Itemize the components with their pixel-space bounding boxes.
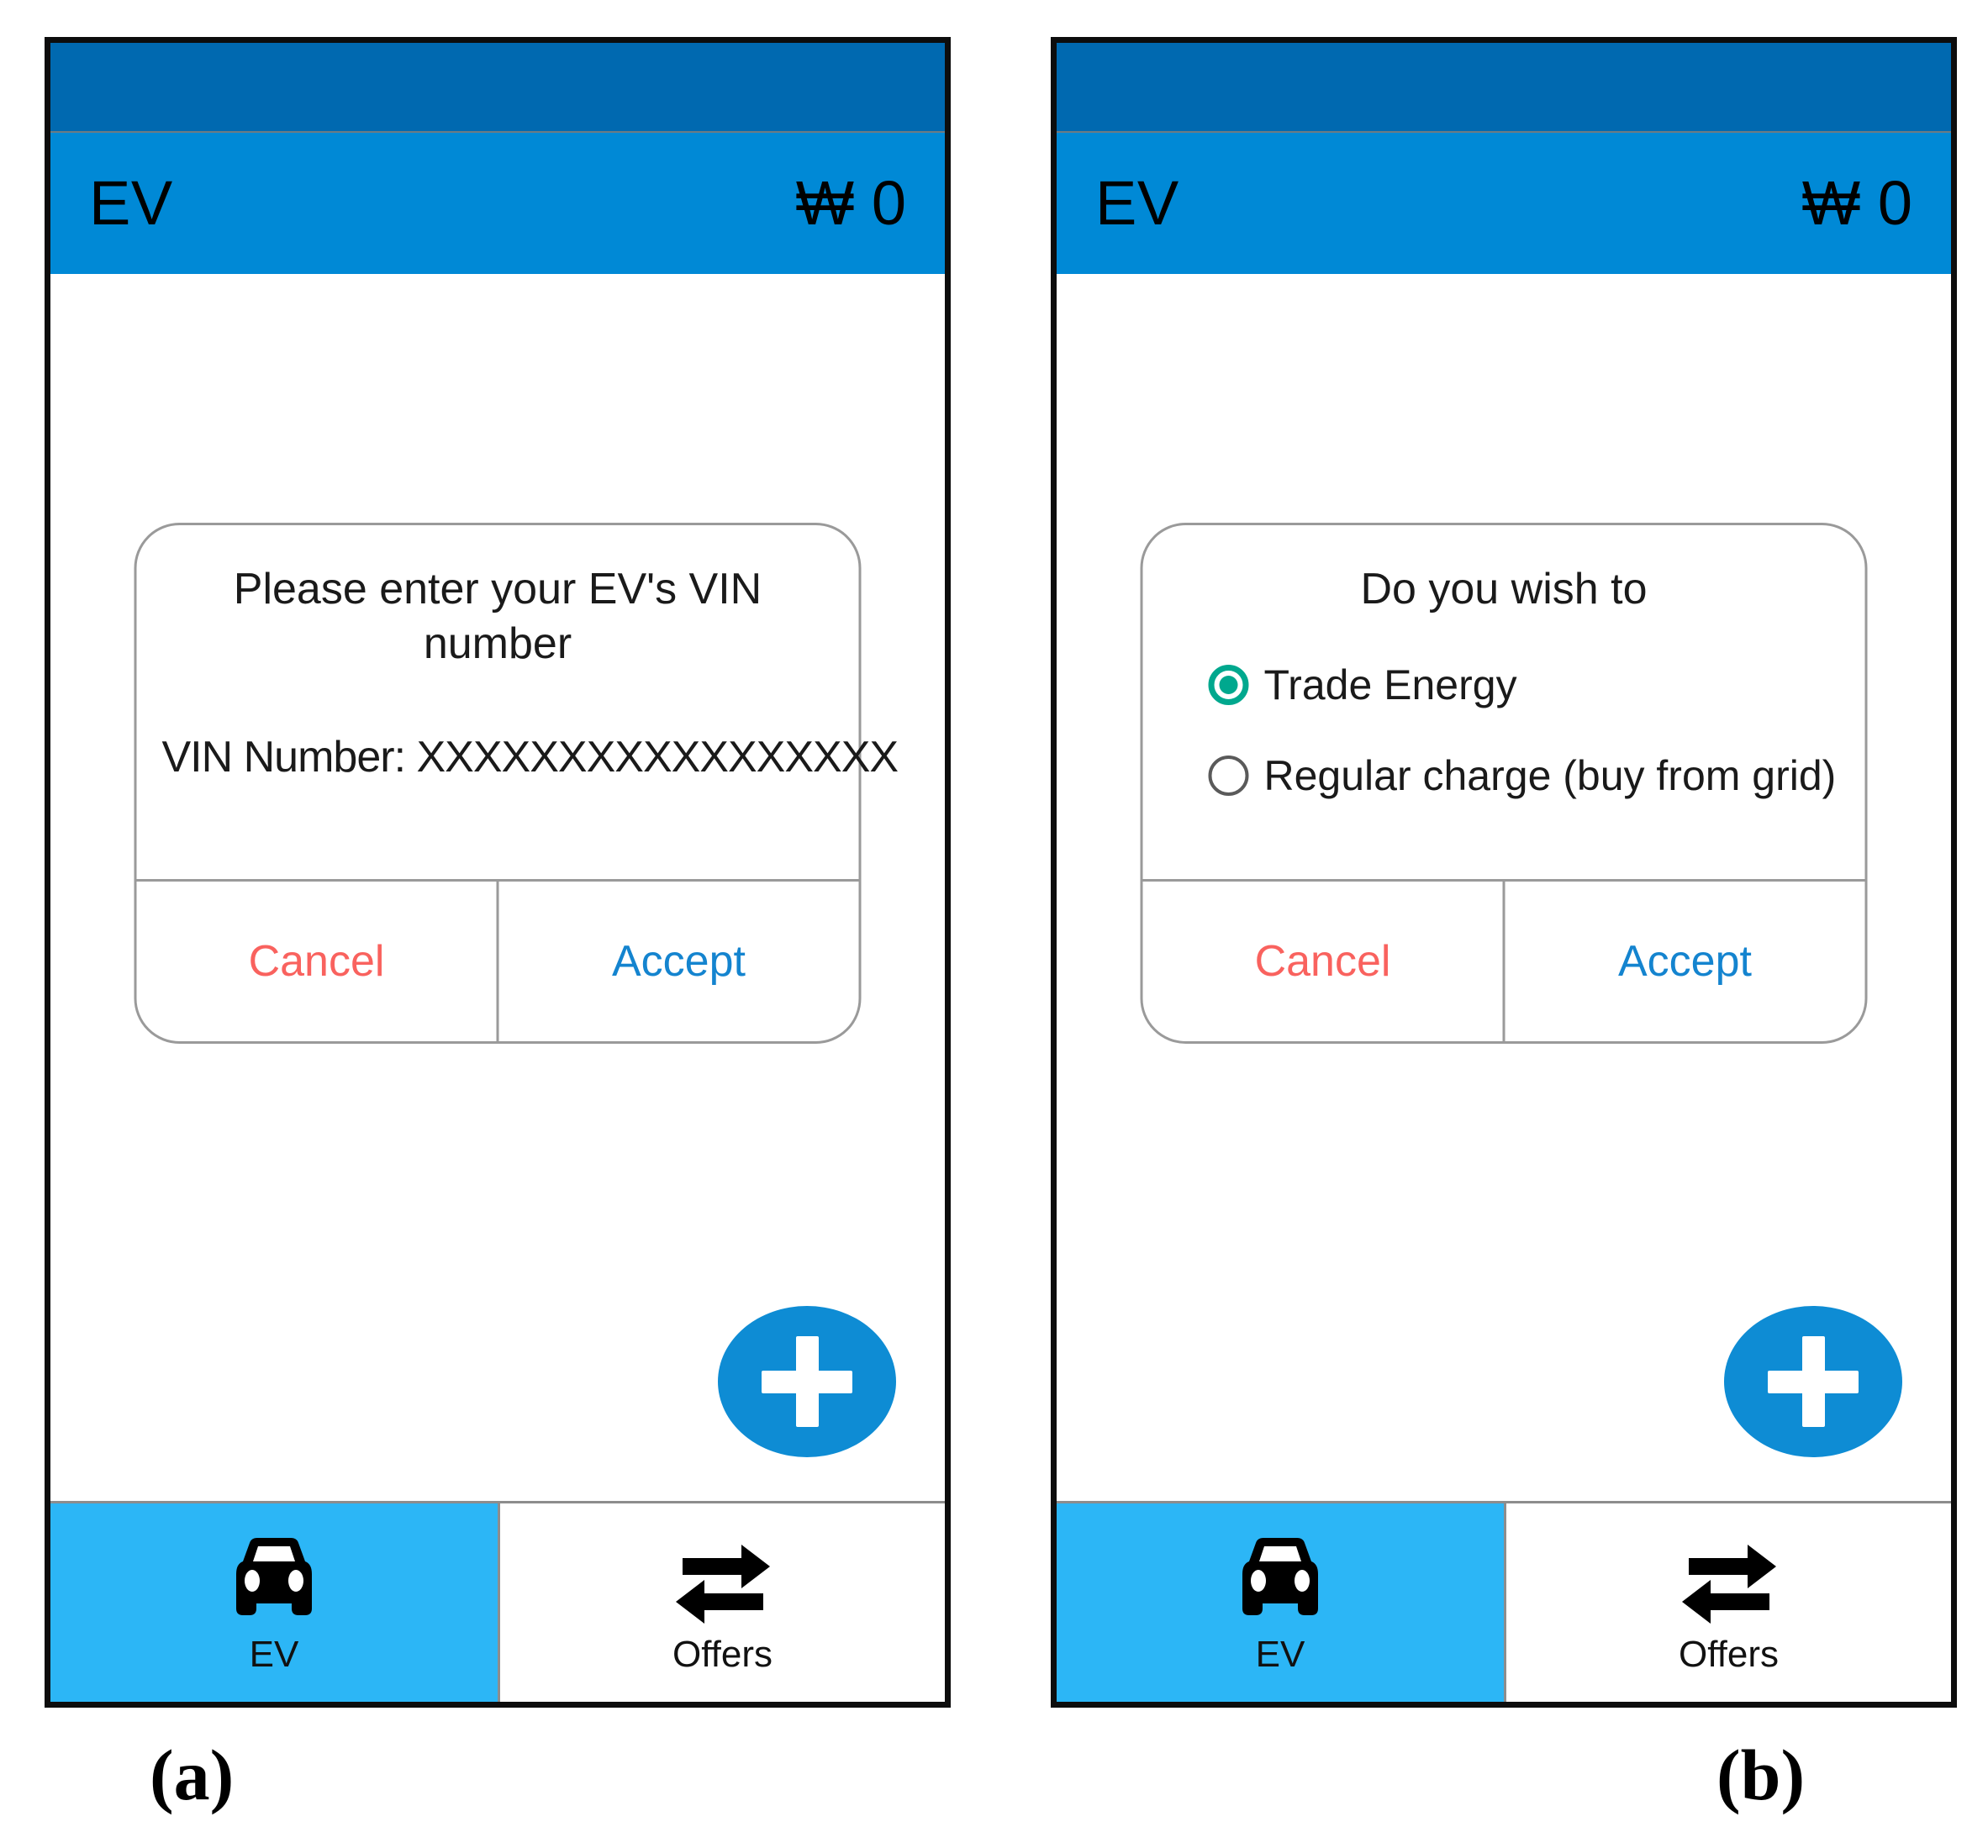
car-icon (1226, 1532, 1335, 1633)
swap-arrows-icon (1670, 1532, 1788, 1633)
plus-icon-vertical (795, 1336, 819, 1427)
nav-tab-ev-label: EV (249, 1634, 299, 1675)
app-bar: EV ₩ 0 (50, 133, 945, 274)
add-fab-button[interactable] (718, 1306, 896, 1457)
option-regular-charge-label: Regular charge (buy from grid) (1263, 752, 1837, 799)
bottom-navigation: EV Offers (1057, 1501, 1951, 1702)
wallet-balance: ₩ 0 (1801, 168, 1912, 238)
option-regular-charge[interactable]: Regular charge (buy from grid) (1208, 751, 1840, 800)
charge-mode-option-list: Trade Energy Regular charge (buy from gr… (1168, 661, 1840, 800)
charge-mode-dialog: Do you wish to Trade Energy Regular char… (1140, 523, 1868, 1044)
option-trade-energy-label: Trade Energy (1263, 661, 1517, 708)
radio-unselected-icon[interactable] (1208, 756, 1249, 796)
panel-caption-b: (b) (1716, 1735, 1806, 1815)
phone-mockup-a: EV ₩ 0 Please enter your EV's VIN number… (45, 37, 951, 1708)
dialog-title: Do you wish to (1360, 565, 1648, 613)
nav-tab-offers-label: Offers (672, 1634, 773, 1675)
bottom-navigation: EV Offers (50, 1501, 945, 1702)
action-divider (496, 882, 499, 1041)
status-bar (1057, 43, 1951, 133)
screen-content-a: Please enter your EV's VIN number VIN Nu… (50, 274, 945, 1501)
nav-tab-ev[interactable]: EV (1057, 1503, 1504, 1702)
screen-content-b: Do you wish to Trade Energy Regular char… (1057, 274, 1951, 1501)
accept-button[interactable]: Accept (499, 882, 859, 1041)
app-title: EV (89, 168, 173, 238)
vin-number-field[interactable]: VIN Number: XXXXXXXXXXXXXXXXX (161, 733, 899, 782)
wallet-balance: ₩ 0 (795, 168, 906, 238)
dialog-actions: Cancel Accept (136, 879, 859, 1041)
nav-tab-offers[interactable]: Offers (498, 1503, 945, 1702)
app-bar: EV ₩ 0 (1057, 133, 1951, 274)
dialog-content: Please enter your EV's VIN number VIN Nu… (137, 525, 899, 879)
nav-tab-offers[interactable]: Offers (1504, 1503, 1951, 1702)
nav-tab-ev[interactable]: EV (50, 1503, 498, 1702)
radio-selected-icon[interactable] (1208, 665, 1249, 705)
plus-icon-vertical (1801, 1336, 1825, 1427)
status-bar (50, 43, 945, 133)
app-title: EV (1095, 168, 1179, 238)
cancel-button[interactable]: Cancel (137, 882, 497, 1041)
action-divider (1502, 882, 1506, 1041)
dialog-actions: Cancel Accept (1142, 879, 1865, 1041)
panel-caption-a: (a) (150, 1735, 235, 1815)
accept-button[interactable]: Accept (1506, 882, 1865, 1041)
dialog-content: Do you wish to Trade Energy Regular char… (1143, 525, 1865, 879)
vin-entry-dialog: Please enter your EV's VIN number VIN Nu… (134, 523, 899, 1044)
phone-mockup-b: EV ₩ 0 Do you wish to Trade Energy Regul… (1051, 37, 1957, 1708)
car-icon (219, 1532, 329, 1633)
swap-arrows-icon (664, 1532, 782, 1633)
option-trade-energy[interactable]: Trade Energy (1208, 661, 1840, 709)
cancel-button[interactable]: Cancel (1143, 882, 1503, 1041)
nav-tab-offers-label: Offers (1678, 1634, 1779, 1675)
dialog-title: Please enter your EV's VIN number (233, 565, 762, 668)
add-fab-button[interactable] (1724, 1306, 1902, 1457)
nav-tab-ev-label: EV (1255, 1634, 1305, 1675)
